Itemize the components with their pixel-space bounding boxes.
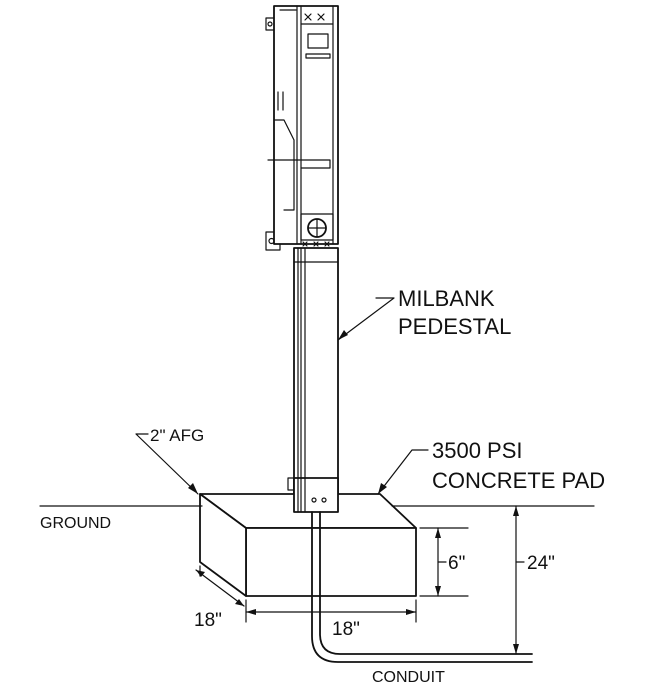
dimension-6in xyxy=(419,527,469,597)
pedestal-label-line2: PEDESTAL xyxy=(398,314,511,339)
lower-mounting-bracket xyxy=(265,231,281,251)
pedestal-meter-housing xyxy=(265,5,339,251)
dimension-18in-depth-label: 18" xyxy=(194,610,222,631)
dimension-18in-width xyxy=(245,599,417,623)
afg-label: 2" AFG xyxy=(150,426,204,445)
top-mounting-bracket xyxy=(265,17,275,31)
afg-leader xyxy=(135,433,199,495)
concrete-leader xyxy=(377,449,429,495)
dimension-18in-width-label: 18" xyxy=(332,619,360,640)
pedestal-post xyxy=(287,247,339,513)
dimension-24in-label: 24" xyxy=(527,553,555,574)
concrete-label-line1: 3500 PSI xyxy=(432,438,523,463)
conduit-pipe xyxy=(311,511,533,663)
housing-fasteners xyxy=(302,241,330,247)
meter-window xyxy=(307,33,329,49)
concrete-pad xyxy=(199,493,417,597)
dimension-24in xyxy=(513,505,525,655)
concrete-label-line2: CONCRETE PAD xyxy=(432,468,605,493)
dimension-6in-label: 6" xyxy=(448,553,465,574)
dimension-18in-depth xyxy=(195,565,247,623)
top-fasteners xyxy=(300,13,334,25)
ground-label: GROUND xyxy=(40,515,111,532)
pedestal-leader xyxy=(337,297,395,341)
pedestal-label-line1: MILBANK xyxy=(398,286,495,311)
conduit-label: CONDUIT xyxy=(372,669,445,686)
